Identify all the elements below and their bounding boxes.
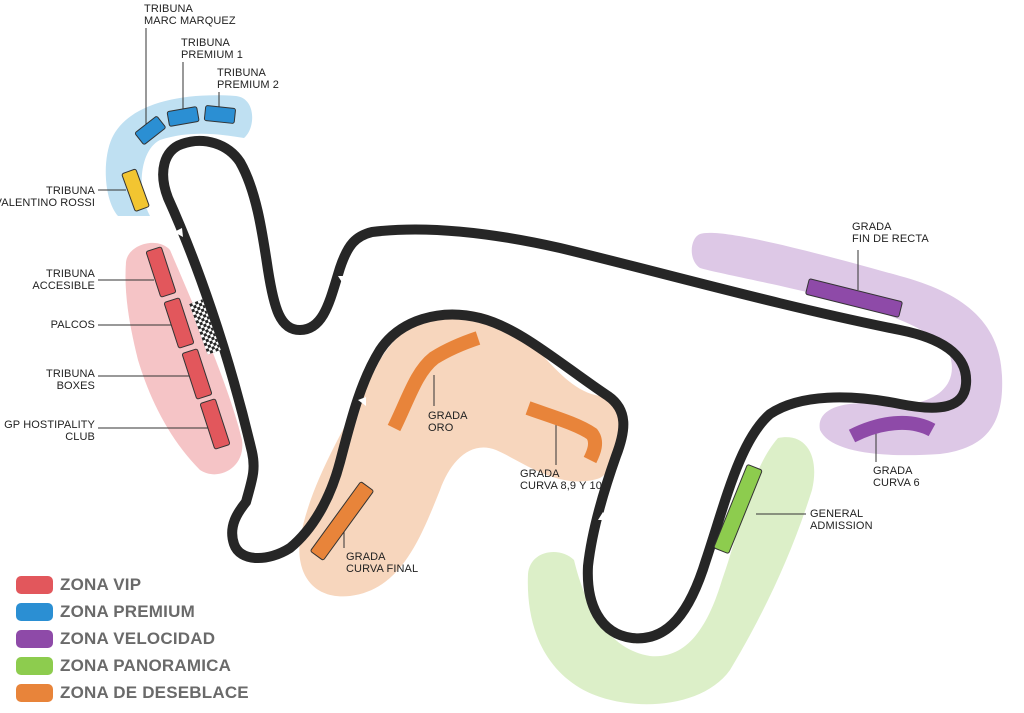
label-premium-2: TRIBUNA PREMIUM 2 — [217, 67, 279, 91]
stand-palcos[interactable] — [163, 297, 195, 349]
legend-label-premium: ZONA PREMIUM — [60, 601, 195, 621]
legend-label-velocidad: ZONA VELOCIDAD — [60, 628, 216, 648]
track-marker — [598, 512, 607, 520]
label-line: TRIBUNA — [181, 37, 230, 49]
track-marker — [836, 322, 844, 330]
stand-marc-marquez[interactable] — [134, 116, 166, 145]
label-line: CURVA 8,9 Y 10 — [520, 480, 602, 492]
legend-label-panoramica: ZONA PANORAMICA — [60, 655, 232, 675]
legend-item-vip[interactable]: ZONA VIP — [16, 571, 249, 598]
label-curva-8910: GRADA CURVA 8,9 Y 10 — [520, 468, 602, 492]
stand-curva-6[interactable] — [848, 415, 936, 443]
label-line: PREMIUM 1 — [181, 49, 244, 61]
legend-item-premium[interactable]: ZONA PREMIUM — [16, 598, 249, 625]
label-line: VALENTINO ROSSI — [0, 197, 95, 209]
legend-label-vip: ZONA VIP — [60, 574, 142, 594]
label-line: ADMISSION — [810, 520, 873, 532]
track-marker — [358, 397, 366, 406]
stand-premium-2[interactable] — [203, 105, 236, 124]
label-accesible: TRIBUNA ACCESIBLE — [32, 268, 95, 292]
zone-velocidad-area — [691, 232, 1003, 456]
zone-legend: ZONA VIP ZONA PREMIUM ZONA VELOCIDAD ZON… — [16, 571, 249, 706]
leader-lines — [98, 28, 877, 548]
legend-item-panoramica[interactable]: ZONA PANORAMICA — [16, 652, 249, 679]
label-line: GRADA — [346, 551, 386, 563]
legend-swatch-velocidad — [16, 629, 53, 648]
label-fin-de-recta: GRADA FIN DE RECTA — [852, 221, 929, 245]
label-line: ACCESIBLE — [32, 280, 95, 292]
label-line: TRIBUNA — [144, 3, 193, 15]
stand-accesible[interactable] — [145, 246, 177, 298]
stand-fin-de-recta[interactable] — [805, 278, 903, 318]
label-line: TRIBUNA — [46, 368, 95, 380]
label-marc-marquez: TRIBUNA MARC MARQUEZ — [144, 3, 236, 27]
label-valentino-rossi: TRIBUNA VALENTINO ROSSI — [0, 185, 95, 209]
stand-oro[interactable] — [387, 331, 481, 432]
zone-panoramica-area — [527, 437, 815, 705]
legend-swatch-vip — [16, 575, 53, 594]
legend-item-velocidad[interactable]: ZONA VELOCIDAD — [16, 625, 249, 652]
legend-item-deseblace[interactable]: ZONA DE DESEBLACE — [16, 679, 249, 706]
label-line: TRIBUNA — [46, 185, 95, 197]
label-boxes: TRIBUNA BOXES — [46, 368, 95, 392]
zone-deseblace-area — [299, 310, 623, 597]
stand-curva-8910[interactable] — [525, 401, 603, 464]
legend-swatch-panoramica — [16, 656, 53, 675]
label-line: GP HOSTIPALITY — [4, 419, 95, 431]
label-premium-1: TRIBUNA PREMIUM 1 — [181, 37, 243, 61]
stand-premium-1[interactable] — [166, 106, 200, 127]
label-general-admission: GENERAL ADMISSION — [810, 508, 873, 532]
label-line: BOXES — [56, 380, 95, 392]
label-line: CURVA FINAL — [346, 563, 419, 575]
legend-label-deseblace: ZONA DE DESEBLACE — [60, 682, 249, 702]
stand-general-admission[interactable] — [713, 464, 763, 554]
label-line: GRADA — [520, 468, 560, 480]
label-line: PALCOS — [50, 319, 95, 331]
label-palcos: PALCOS — [51, 319, 95, 331]
label-hospitality: GP HOSTIPALITY CLUB — [4, 419, 95, 443]
label-line: GRADA — [873, 465, 913, 477]
label-line: GENERAL — [810, 508, 864, 520]
label-line: CLUB — [65, 431, 95, 443]
label-oro: GRADA ORO — [428, 410, 468, 434]
label-line: GRADA — [852, 221, 892, 233]
stand-hospitality[interactable] — [199, 398, 231, 450]
label-line: ORO — [428, 422, 454, 434]
start-finish-line — [189, 299, 221, 355]
stand-valentino-rossi[interactable] — [121, 168, 150, 212]
label-line: PREMIUM 2 — [217, 79, 280, 91]
label-curva-6: GRADA CURVA 6 — [873, 465, 920, 489]
legend-swatch-premium — [16, 602, 53, 621]
stand-curva-final[interactable] — [310, 481, 374, 561]
label-line: TRIBUNA — [46, 268, 95, 280]
label-curva-final: GRADA CURVA FINAL — [346, 551, 418, 575]
label-line: MARC MARQUEZ — [144, 15, 236, 27]
track-marker — [338, 276, 347, 284]
label-line: CURVA 6 — [873, 477, 920, 489]
legend-swatch-deseblace — [16, 683, 53, 702]
stand-boxes[interactable] — [181, 348, 213, 400]
label-line: TRIBUNA — [217, 67, 266, 79]
label-line: FIN DE RECTA — [852, 233, 929, 245]
zone-premium-area — [105, 95, 253, 216]
label-line: GRADA — [428, 410, 468, 422]
race-track — [158, 135, 972, 644]
track-marker — [174, 228, 183, 237]
